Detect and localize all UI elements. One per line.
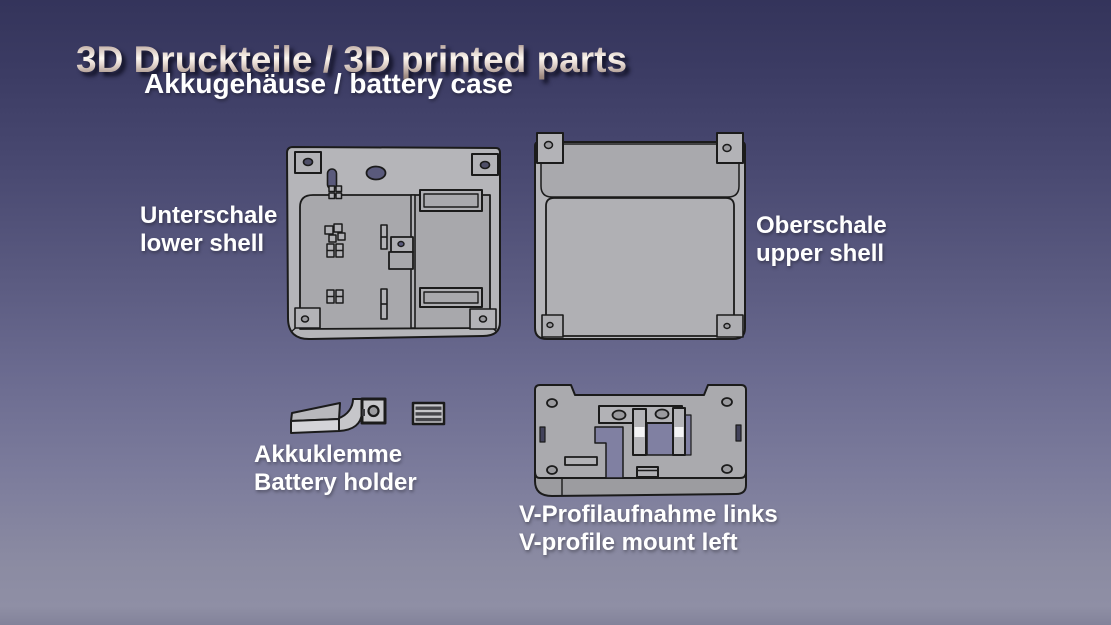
screw-hole	[300, 315, 310, 323]
label-upper-shell-de: Oberschale	[756, 212, 887, 239]
label-battery-holder-en: Battery holder	[254, 469, 417, 496]
cutout	[594, 414, 692, 479]
tab-hole	[397, 240, 405, 248]
clamp-post	[632, 408, 647, 456]
bar-hole	[654, 408, 670, 420]
v-profile-mount-drawing	[534, 384, 747, 497]
label-lower-shell: Unterschale lower shell	[140, 202, 277, 258]
screw-tab	[294, 307, 321, 329]
label-lower-shell-de: Unterschale	[140, 202, 278, 229]
recess-slot	[564, 456, 598, 466]
upper-shell-recess	[545, 197, 735, 337]
lower-shell-drawing	[286, 146, 501, 341]
screw-tab	[716, 132, 744, 164]
holder-bar-front	[290, 418, 340, 434]
screw-tab	[469, 308, 497, 330]
label-upper-shell-en: upper shell	[756, 240, 885, 267]
bar-hole	[611, 409, 627, 421]
mount-tab	[388, 236, 414, 270]
holder-neck	[337, 398, 363, 432]
page-subtitle: Akkugehäuse / battery case	[144, 68, 513, 99]
screw-hole	[543, 140, 554, 150]
battery-pocket	[419, 189, 483, 212]
screw-tab	[536, 132, 564, 164]
edge-slot	[539, 426, 546, 443]
screw-hole	[479, 160, 491, 170]
label-v-profile-mount-en: V-profile mount left	[519, 529, 738, 556]
clamp-post	[672, 407, 686, 456]
upper-shell-drawing	[534, 132, 746, 340]
screw-tab	[294, 151, 322, 174]
screw-hole	[721, 464, 733, 474]
clip-features	[324, 185, 346, 304]
bottom-notch	[636, 466, 659, 478]
screw-hole	[546, 465, 558, 475]
label-lower-shell-en: lower shell	[140, 230, 265, 257]
oval-hole	[365, 165, 387, 181]
screw-hole	[546, 321, 554, 329]
screw-tab	[541, 314, 564, 338]
clamp-block	[411, 401, 446, 426]
page-title: 3D Druckteile / 3D printed parts	[76, 38, 628, 80]
holder-hole	[367, 404, 380, 418]
label-v-profile-mount: V-Profilaufnahme links V-profile mount l…	[519, 501, 778, 557]
screw-hole	[546, 398, 558, 408]
screw-hole	[478, 315, 488, 323]
screw-tab	[716, 314, 744, 338]
label-battery-holder: Akkuklemme Battery holder	[254, 441, 417, 497]
label-battery-holder-de: Akkuklemme	[254, 441, 403, 468]
screw-hole	[723, 322, 731, 330]
edge-slot	[735, 424, 742, 442]
battery-holder-drawing	[290, 397, 446, 434]
upper-shell-band	[540, 143, 740, 198]
screw-hole	[722, 143, 732, 153]
screw-hole	[721, 397, 733, 407]
vertical-slots	[380, 224, 388, 320]
battery-pocket	[419, 287, 483, 308]
screw-hole	[302, 157, 314, 167]
label-v-profile-mount-de: V-Profilaufnahme links	[519, 501, 778, 528]
label-upper-shell: Oberschale upper shell	[756, 212, 887, 268]
screw-tab	[471, 153, 499, 176]
